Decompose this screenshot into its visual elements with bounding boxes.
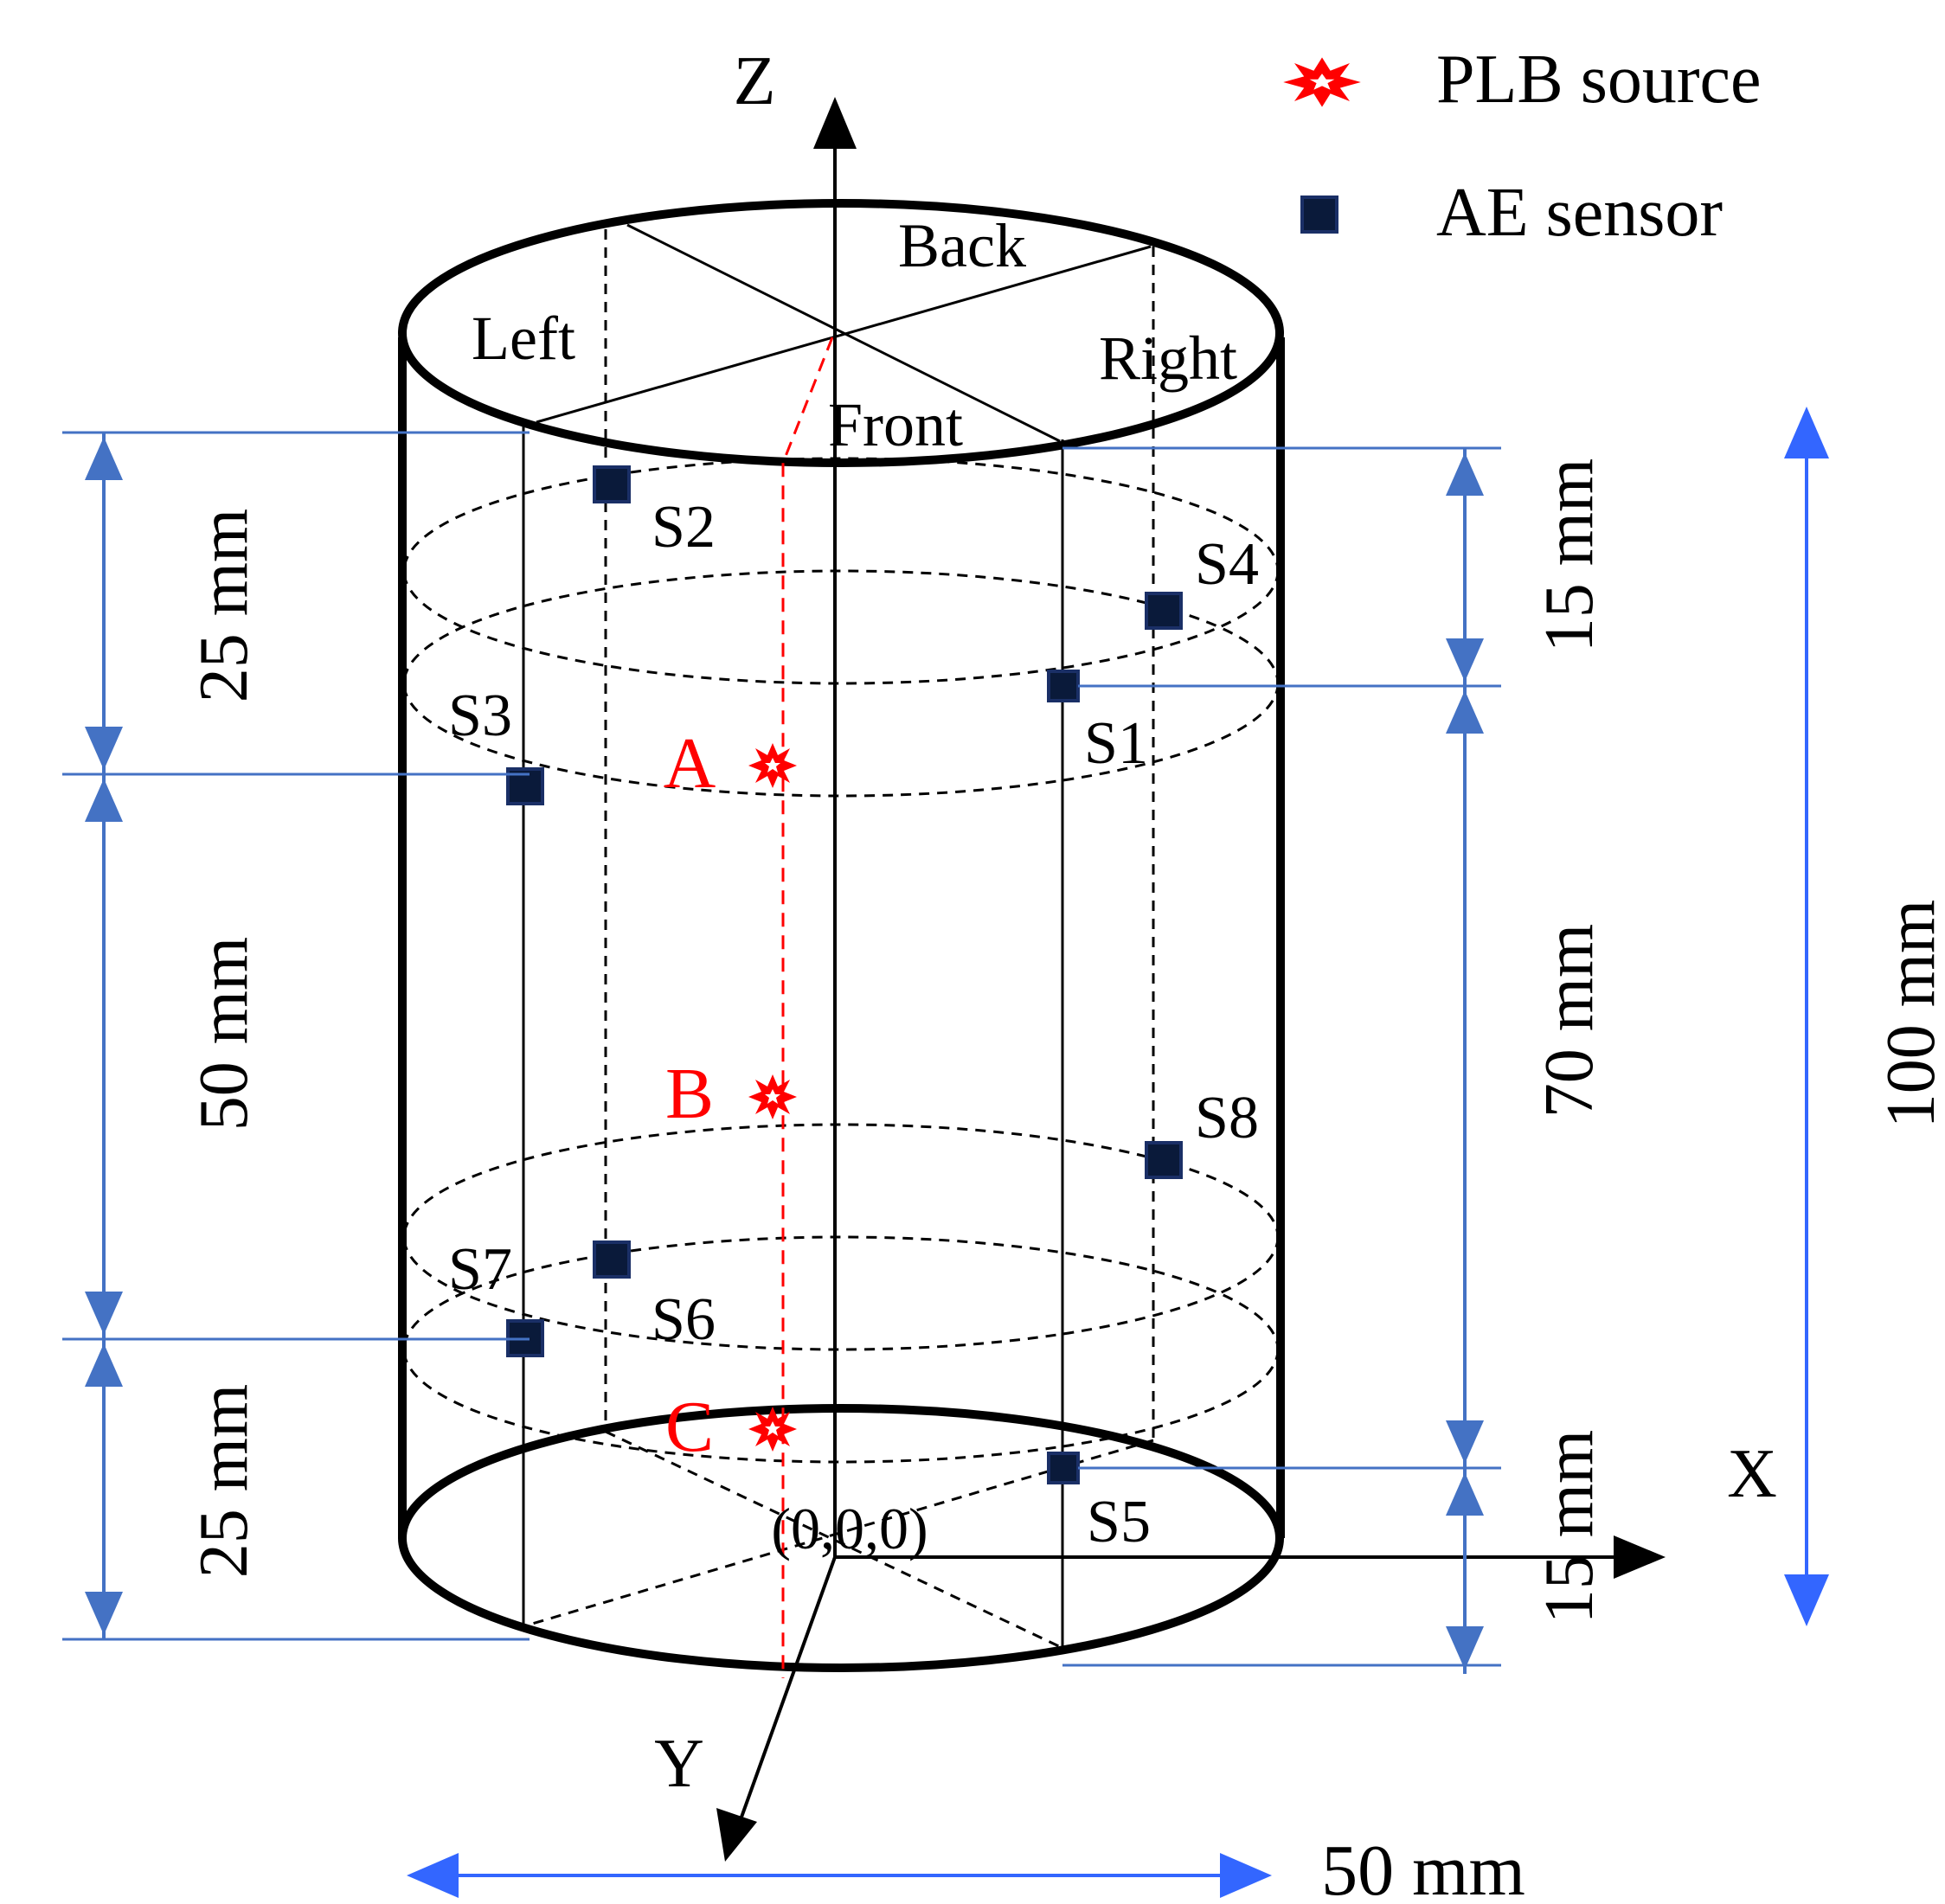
- sources: A B C: [664, 723, 797, 1467]
- legend: PLB source AE sensor: [1283, 42, 1762, 251]
- total-height-dimension: 100 mm: [1784, 407, 1945, 1626]
- sensor-s5-marker: [1047, 1452, 1080, 1484]
- z-axis-arrowhead: [813, 97, 857, 149]
- right-dim-middle-label: 70 mm: [1531, 924, 1608, 1118]
- left-dim-middle-label: 50 mm: [186, 937, 262, 1131]
- sensor-ring-1: [402, 457, 1280, 685]
- sensor-s5-label: S5: [1087, 1489, 1151, 1555]
- diameter-arrow-right: [1220, 1853, 1272, 1898]
- sensor-s1-marker: [1047, 670, 1080, 702]
- cylinder-bottom-back-edge: [398, 1404, 1284, 1539]
- cylinder: [398, 199, 1285, 1678]
- face-label-left: Left: [472, 304, 575, 373]
- sensor-ring-3: [402, 1123, 1280, 1351]
- total-height-arrow-bottom: [1784, 1574, 1829, 1626]
- sensor-s2-marker: [593, 465, 631, 503]
- face-labels: Left Back Right Front: [472, 211, 1237, 459]
- y-axis: [734, 1556, 837, 1835]
- bottom-face-diagonal-1: [605, 1430, 1063, 1650]
- sensors: S1 S2 S3 S4 S5 S6 S7 S8: [448, 465, 1259, 1555]
- total-height-label: 100 mm: [1873, 900, 1945, 1128]
- sensor-s6-marker: [593, 1240, 631, 1279]
- total-height-arrow-top: [1784, 407, 1829, 458]
- x-axis-label: X: [1727, 1436, 1777, 1512]
- diameter-arrow-left: [407, 1853, 459, 1898]
- source-a-burst: [748, 743, 797, 788]
- right-dim-top-label: 15 mm: [1531, 458, 1608, 652]
- origin-label: (0,0,0): [771, 1496, 928, 1561]
- left-dim-top-label: 25 mm: [186, 509, 262, 702]
- diameter-label: 50 mm: [1321, 1830, 1525, 1900]
- legend-plb-label: PLB source: [1436, 42, 1762, 118]
- left-dim-bottom-label: 25 mm: [186, 1384, 262, 1578]
- face-label-front: Front: [828, 390, 963, 459]
- z-axis-label: Z: [734, 43, 776, 119]
- source-c-label: C: [665, 1387, 714, 1467]
- axes: Z X Y (0,0,0): [654, 43, 1777, 1862]
- sensor-s3-label: S3: [448, 683, 512, 749]
- sensor-ring-4: [402, 1235, 1280, 1464]
- legend-sensor-icon: [1300, 196, 1338, 234]
- sensor-s4-label: S4: [1195, 531, 1259, 598]
- sensor-s2-label: S2: [652, 494, 716, 561]
- y-axis-arrowhead: [716, 1808, 757, 1862]
- left-dimensions: 25 mm 50 mm 25 mm: [62, 431, 530, 1641]
- sensor-s8-label: S8: [1195, 1085, 1259, 1151]
- source-a-label: A: [664, 723, 716, 804]
- y-axis-label: Y: [654, 1726, 704, 1802]
- cylinder-top-face: [398, 199, 1284, 467]
- x-axis-arrowhead: [1614, 1535, 1666, 1579]
- sensor-s4-marker: [1145, 592, 1183, 630]
- source-b-label: B: [665, 1054, 714, 1134]
- sensor-s7-label: S7: [448, 1236, 512, 1303]
- right-dim-bottom-label: 15 mm: [1531, 1430, 1608, 1624]
- sensor-ring-2: [402, 569, 1280, 798]
- sensor-s1-label: S1: [1084, 710, 1148, 777]
- source-path-line: [781, 337, 834, 1678]
- legend-plb-icon: [1283, 57, 1361, 107]
- top-face-diagonal-2: [536, 245, 1152, 424]
- sensor-s8-marker: [1145, 1141, 1183, 1179]
- legend-sensor-label: AE sensor: [1436, 175, 1723, 251]
- face-label-right: Right: [1099, 324, 1237, 393]
- source-b-burst: [748, 1074, 797, 1119]
- sensor-s6-label: S6: [652, 1286, 716, 1353]
- cylinder-bottom-front-edge: [398, 1537, 1284, 1672]
- diameter-dimension: 50 mm: [407, 1830, 1525, 1904]
- right-dimensions: 15 mm 70 mm 15 mm: [1062, 446, 1608, 1674]
- face-label-back: Back: [898, 211, 1026, 280]
